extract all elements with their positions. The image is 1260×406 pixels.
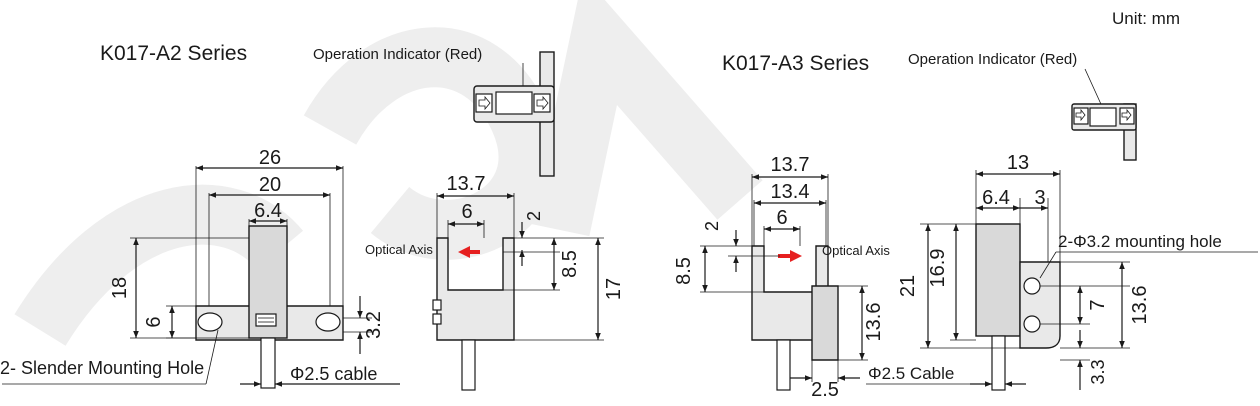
- a2-front-view: [195, 225, 344, 389]
- a2-dim-6-side: 6: [461, 201, 472, 223]
- a3-dim-3: 3: [1034, 187, 1045, 209]
- a3-mounting-hole-label: 2-Φ3.2 mounting hole: [1058, 232, 1222, 251]
- a2-mounting-hole-label: 2- Slender Mounting Hole: [0, 358, 204, 378]
- a3-dim-16-9: 16.9: [927, 249, 949, 288]
- a3-top-view: [1071, 103, 1137, 161]
- watermark: [14, 0, 763, 347]
- a2-dim-20: 20: [259, 174, 281, 196]
- a3-dim-3-3: 3.3: [1088, 359, 1108, 384]
- a2-dim-6: 6: [143, 316, 165, 327]
- a3-dim-13-6-side: 13.6: [1129, 286, 1151, 325]
- a2-side-view: [432, 237, 515, 391]
- a3-cable-label: Φ2.5 Cable: [868, 364, 954, 383]
- k017-a2-section: K017-A2 Series Operation Indicator (Red): [0, 42, 625, 391]
- a3-dim-6: 6: [776, 207, 787, 229]
- a3-indicator-label: Operation Indicator (Red): [908, 51, 1077, 68]
- a2-dim-2: 2: [524, 211, 544, 221]
- a2-dim-13-7: 13.7: [447, 173, 486, 195]
- unit-label: Unit: mm: [1112, 9, 1180, 28]
- a3-dim-13-4: 13.4: [771, 181, 810, 203]
- a2-dim-8-5: 8.5: [559, 250, 581, 278]
- a2-dim-17: 17: [603, 278, 625, 300]
- a3-side-view: [975, 223, 1061, 391]
- a3-series-title: K017-A3 Series: [722, 52, 869, 75]
- a3-dim-13-7: 13.7: [771, 154, 810, 176]
- k017-a3-section: K017-A3 Series Operation Indicator (Red)…: [673, 51, 1258, 401]
- a3-dim-8-5: 8.5: [673, 257, 695, 285]
- a3-dim-7: 7: [1087, 299, 1109, 310]
- a3-front-view: [751, 245, 839, 391]
- a2-dim-18: 18: [109, 277, 131, 299]
- a2-dim-6-4: 6.4: [254, 200, 282, 222]
- a2-cable-label: Φ2.5 cable: [290, 364, 377, 384]
- a3-dim-13: 13: [1007, 152, 1029, 174]
- a3-optical-axis-label: Optical Axis: [822, 243, 890, 258]
- a2-top-view: [473, 51, 555, 177]
- a2-dim-3-2: 3.2: [363, 311, 385, 339]
- a3-dim-21: 21: [897, 275, 919, 297]
- a3-dim-13-6-front: 13.6: [863, 303, 885, 342]
- a3-dim-2-5: 2.5: [811, 379, 839, 401]
- a2-series-title: K017-A2 Series: [100, 42, 247, 65]
- a3-dim-6-4: 6.4: [982, 187, 1010, 209]
- a2-dim-26: 26: [259, 147, 281, 169]
- a2-optical-axis-label: Optical Axis: [365, 242, 433, 257]
- a2-indicator-label: Operation Indicator (Red): [313, 46, 482, 63]
- a3-dim-2: 2: [702, 221, 722, 231]
